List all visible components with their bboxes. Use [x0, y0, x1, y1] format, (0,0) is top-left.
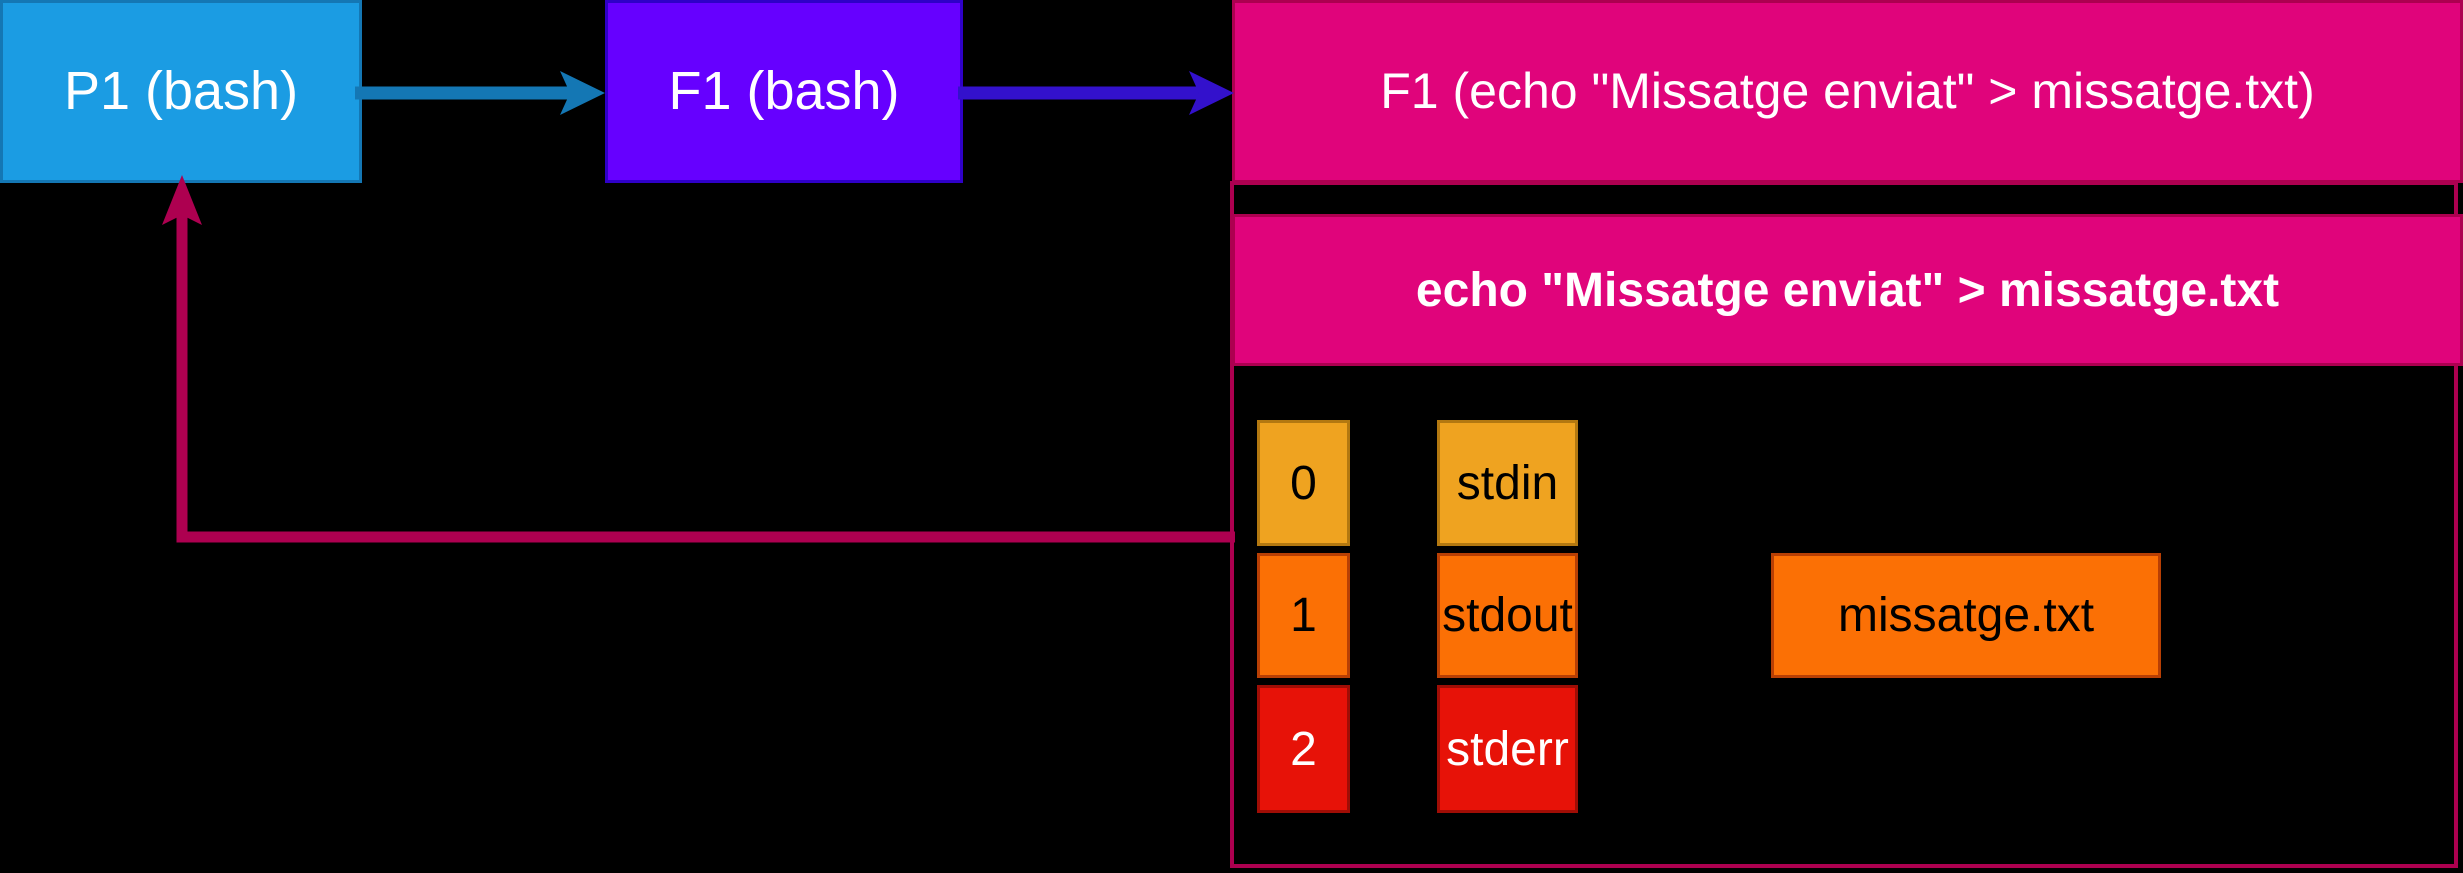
fd-number-1[interactable]: 1: [1257, 553, 1350, 678]
fd-stream-stdin[interactable]: stdin: [1437, 420, 1578, 546]
fd-number-0[interactable]: 0: [1257, 420, 1350, 546]
node-open-file-f1[interactable]: F1 (echo "Missatge enviat" > missatge.tx…: [1232, 0, 2463, 183]
fd-stream-stderr[interactable]: stderr: [1437, 685, 1578, 813]
arrow-file-to-open-file: [958, 71, 1234, 115]
command-band[interactable]: echo "Missatge enviat" > missatge.txt: [1232, 214, 2463, 366]
fd-number-2[interactable]: 2: [1257, 685, 1350, 813]
fd-target-missatge-txt[interactable]: missatge.txt: [1771, 553, 2161, 678]
arrow-return-to-process: [162, 175, 1235, 543]
fd-stream-stdout[interactable]: stdout: [1437, 553, 1578, 678]
node-file-handle-f1[interactable]: F1 (bash): [605, 0, 963, 183]
node-process-p1[interactable]: P1 (bash): [0, 0, 362, 183]
arrow-process-to-file: [355, 71, 605, 115]
